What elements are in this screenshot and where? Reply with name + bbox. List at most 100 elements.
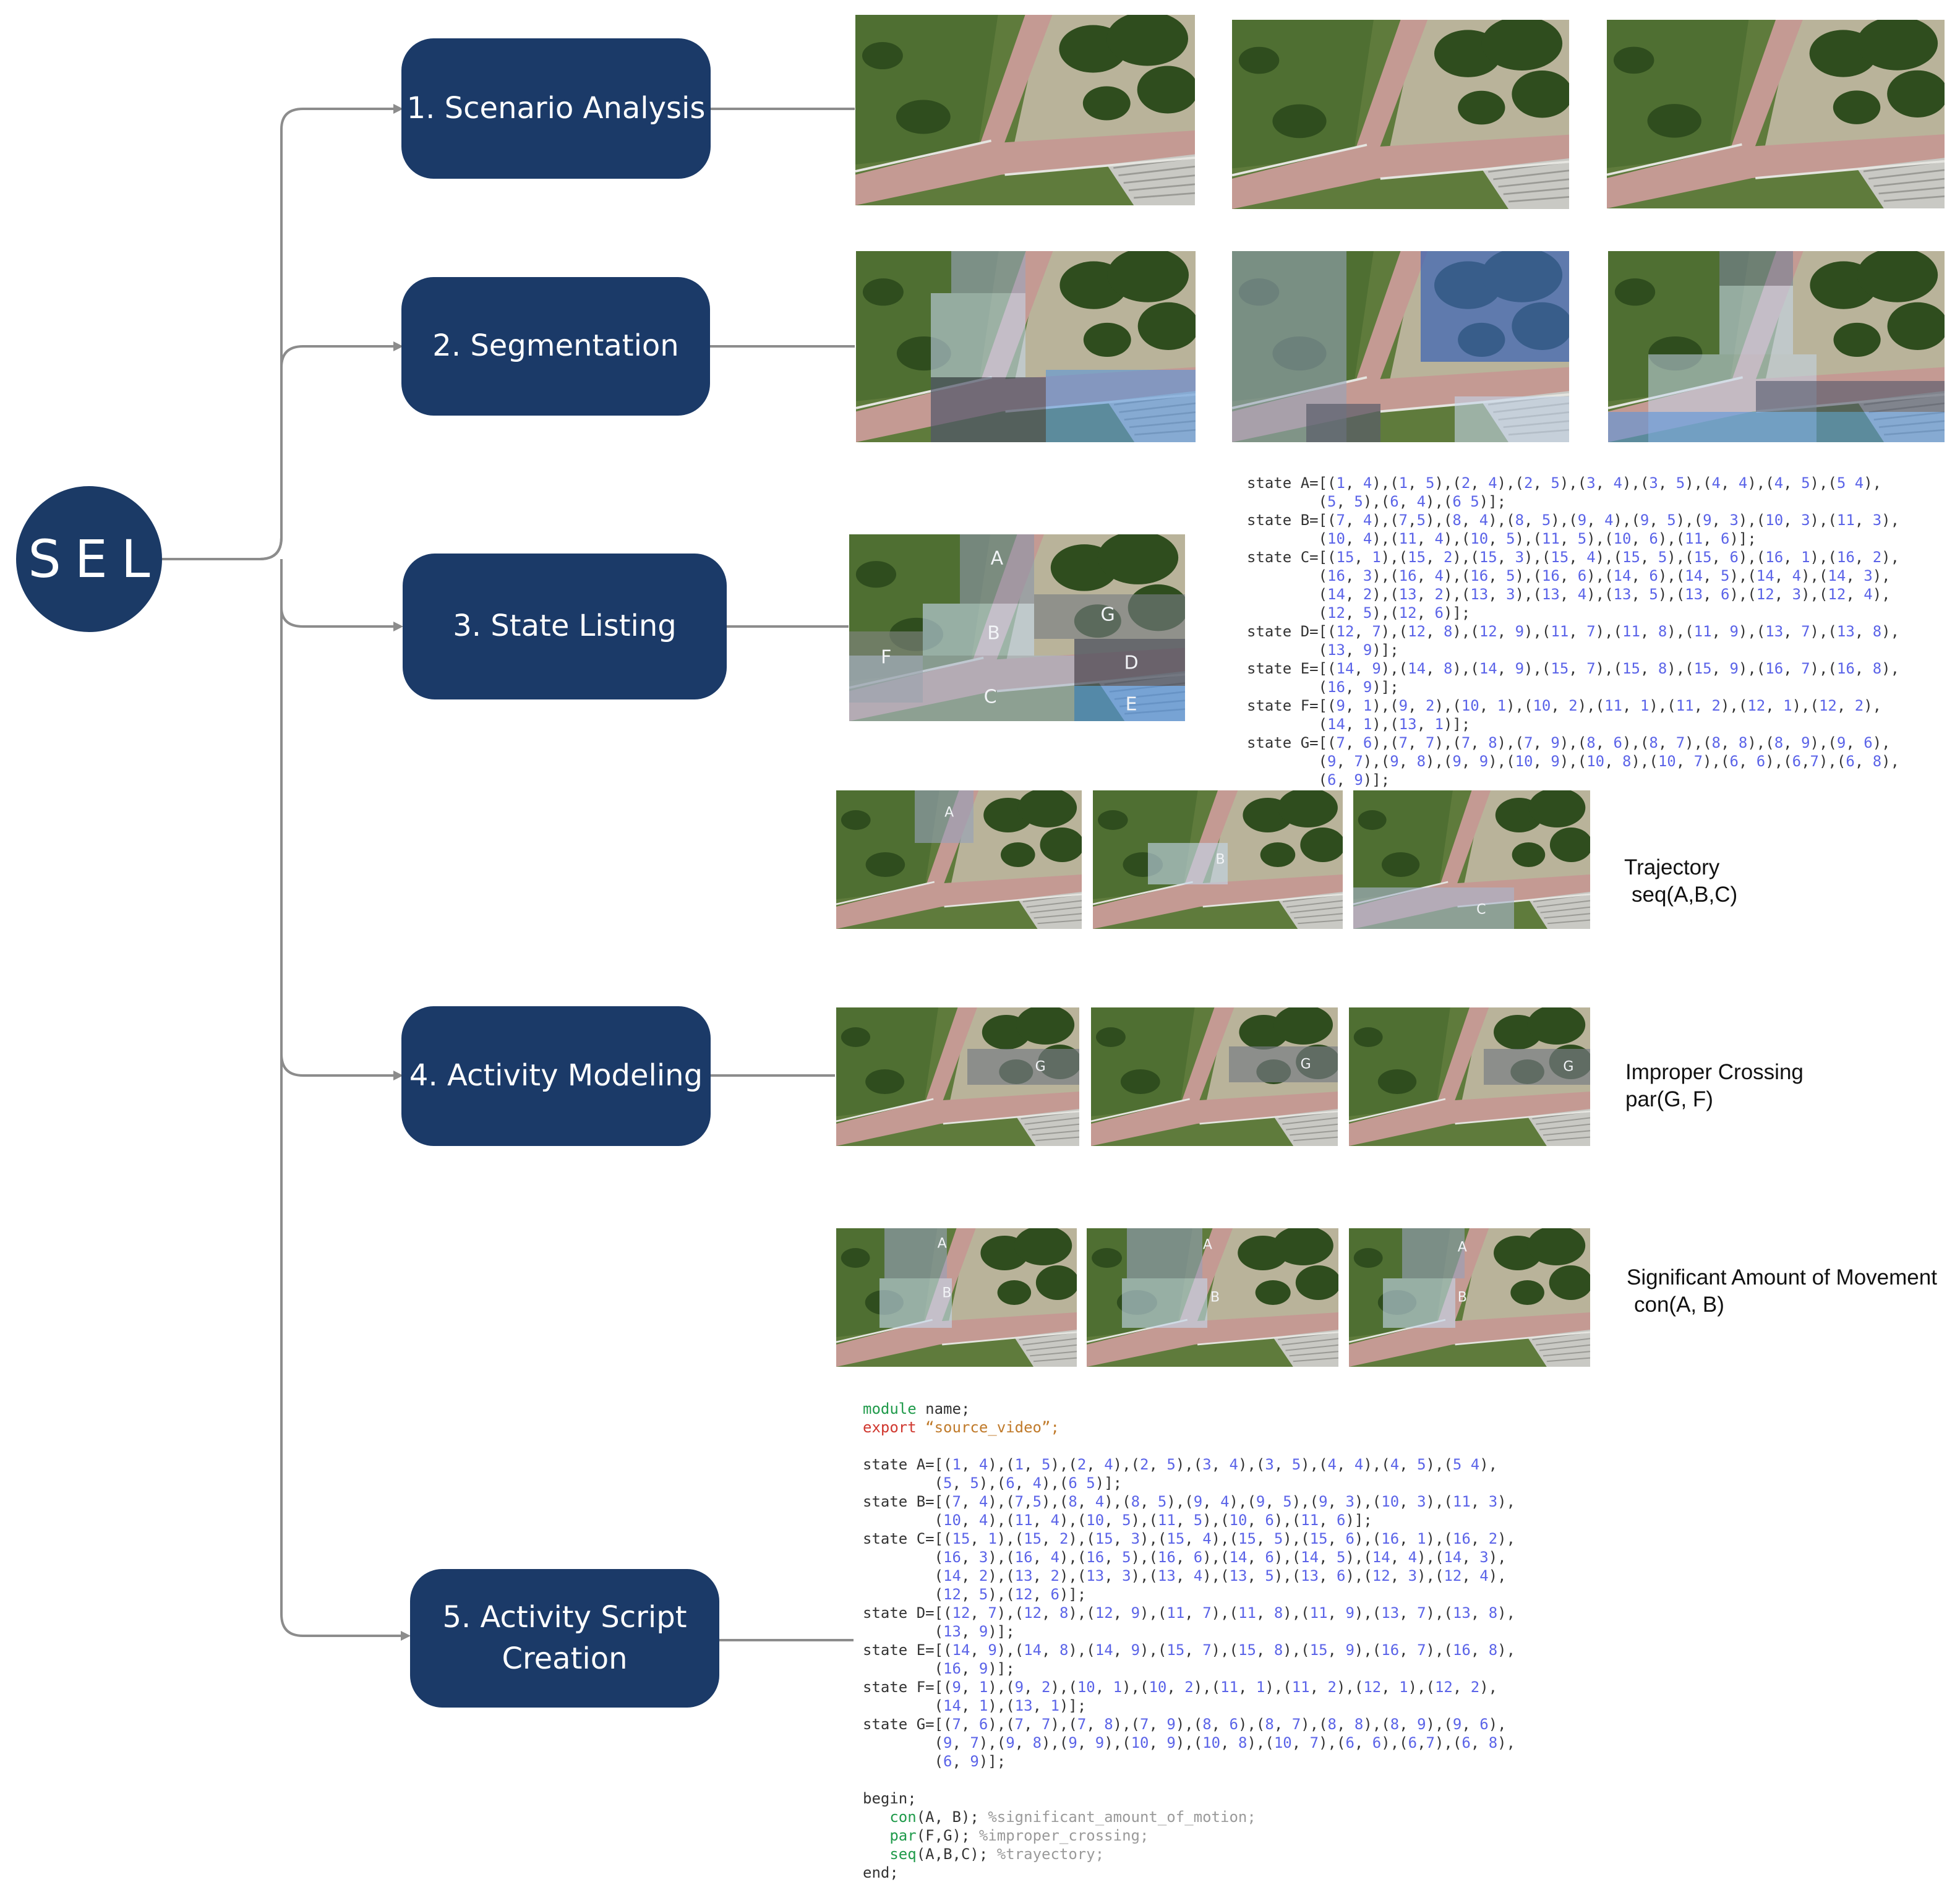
state-label-d: D [1124, 652, 1139, 674]
activity-expression: seq(A,B,C) [1632, 883, 1738, 907]
improper-crossing-frame-2: G [1091, 1007, 1338, 1146]
state-code-line: (16, 9)]; [863, 1660, 1015, 1677]
state-code-line: (10, 4),(11, 4),(10, 5),(11, 5),(10, 6),… [863, 1512, 1372, 1529]
state-code-line: state E=[(14, 9),(14, 8),(14, 9),(15, 7)… [863, 1641, 1516, 1659]
state-code-line: (16, 3),(16, 4),(16, 5),(16, 6),(14, 6),… [863, 1549, 1507, 1566]
movement-frame-3: A B [1349, 1228, 1590, 1367]
segmentation-frame-3 [1608, 251, 1945, 442]
activity-name: Trajectory [1624, 855, 1720, 879]
state-code-line: (5, 5),(6, 4),(6 5)]; [863, 1474, 1123, 1492]
state-code-line: (10, 4),(11, 4),(10, 5),(11, 5),(10, 6),… [1247, 530, 1757, 547]
state-label-e: E [1125, 693, 1137, 716]
root-label: SEL [28, 529, 164, 589]
script-export-keyword: export [863, 1419, 917, 1436]
state-code-line: state E=[(14, 9),(14, 8),(14, 9),(15, 7)… [1247, 660, 1900, 677]
script-begin: begin; [863, 1790, 917, 1807]
aerial-scene [1091, 1007, 1338, 1146]
trajectory-label-c: C [1476, 902, 1486, 918]
movement-label-a: A [1457, 1239, 1467, 1255]
script-op-seq: seq [889, 1845, 917, 1863]
state-code-line: state G=[(7, 6),(7, 7),(7, 8),(7, 9),(8,… [863, 1716, 1507, 1733]
script-export-value: “source_video”; [916, 1419, 1059, 1436]
state-code-line: state B=[(7, 4),(7,5),(8, 4),(8, 5),(9, … [1247, 511, 1900, 529]
state-code-line: state F=[(9, 1),(9, 2),(10, 1),(10, 2),(… [863, 1678, 1498, 1696]
movement-label-b: B [1457, 1289, 1467, 1306]
aerial-scene [855, 15, 1195, 205]
aerial-scene [1232, 20, 1569, 209]
sel-root-node: SEL [16, 486, 162, 632]
aerial-scene [836, 790, 1082, 929]
step-label: 3. State Listing [453, 609, 677, 644]
state-code-line: (14, 2),(13, 2),(13, 3),(13, 4),(13, 5),… [1247, 586, 1891, 603]
trajectory-frame-2: B [1093, 790, 1343, 929]
state-label-b: B [987, 622, 1000, 644]
step-label: 4. Activity Modeling [409, 1058, 703, 1093]
step-state-listing: 3. State Listing [403, 554, 727, 699]
state-code-line: state A=[(1, 4),(1, 5),(2, 4),(2, 5),(3,… [863, 1456, 1498, 1473]
state-code-line: (5, 5),(6, 4),(6 5)]; [1247, 493, 1507, 510]
state-label-a: A [990, 547, 1004, 570]
trajectory-frame-1: A [836, 790, 1082, 929]
state-label-f: F [881, 646, 892, 669]
state-code-line: (13, 9)]; [863, 1623, 1015, 1640]
state-code-line: (13, 9)]; [1247, 641, 1399, 659]
segmentation-frame-2 [1232, 251, 1569, 442]
activity-expression: con(A, B) [1634, 1293, 1724, 1317]
state-code-line: state A=[(1, 4),(1, 5),(2, 4),(2, 5),(3,… [1247, 474, 1882, 492]
movement-frame-1: A B [836, 1228, 1077, 1367]
activity-name: Improper Crossing [1625, 1060, 1804, 1084]
movement-label-a: A [1202, 1237, 1212, 1253]
step-activity-script-creation: 5. Activity Script Creation [410, 1569, 719, 1708]
state-code-line: (16, 3),(16, 4),(16, 5),(16, 6),(14, 6),… [1247, 567, 1891, 584]
state-map: A B C D E F G [849, 534, 1185, 721]
trajectory-frame-3: C [1353, 790, 1590, 929]
aerial-scene [836, 1007, 1079, 1146]
state-code-line: (14, 1),(13, 1)]; [863, 1697, 1087, 1714]
script-module-keyword: module [863, 1400, 917, 1418]
scenario-frame-3 [1607, 20, 1945, 208]
script-module-name: name; [916, 1400, 970, 1418]
script-op-comment: %trayectory; [996, 1845, 1105, 1863]
activity-expression: par(G, F) [1625, 1087, 1713, 1111]
movement-label-b: B [1210, 1289, 1220, 1306]
state-code-line: state G=[(7, 6),(7, 7),(7, 8),(7, 9),(8,… [1247, 734, 1891, 751]
step-label: 5. Activity Script Creation [442, 1599, 687, 1676]
state-code-line: state D=[(12, 7),(12, 8),(12, 9),(11, 7)… [1247, 623, 1900, 640]
state-code-line: (12, 5),(12, 6)]; [863, 1586, 1087, 1603]
state-code-line: state B=[(7, 4),(7,5),(8, 4),(8, 5),(9, … [863, 1493, 1516, 1510]
segmentation-frame-1 [856, 251, 1196, 442]
state-code-line: (14, 2),(13, 2),(13, 3),(13, 4),(13, 5),… [863, 1567, 1507, 1584]
aerial-scene [1093, 790, 1343, 929]
state-code-line: state F=[(9, 1),(9, 2),(10, 1),(10, 2),(… [1247, 697, 1882, 714]
improper-crossing-frame-3: G [1349, 1007, 1590, 1146]
trajectory-label-b: B [1215, 852, 1225, 868]
state-label-g: G [1100, 604, 1115, 626]
activity-trajectory: Trajectory seq(A,B,C) [1624, 854, 1737, 909]
step-scenario-analysis: 1. Scenario Analysis [401, 38, 711, 179]
script-state-listing: state A=[(1, 4),(1, 5),(2, 4),(2, 5),(3,… [863, 1456, 1515, 1770]
activity-script-code: module name; export “source_video”; stat… [863, 1400, 1515, 1882]
scenario-frame-1 [855, 15, 1195, 205]
script-end: end; [863, 1864, 899, 1881]
state-code-line: (6, 9)]; [863, 1753, 1006, 1770]
step-segmentation: 2. Segmentation [401, 277, 710, 416]
step-activity-modeling: 4. Activity Modeling [401, 1006, 711, 1146]
state-code-line: (14, 1),(13, 1)]; [1247, 716, 1471, 733]
scenario-frame-2 [1232, 20, 1569, 209]
movement-label-a: A [937, 1236, 947, 1252]
crossing-label-g: G [1300, 1056, 1311, 1072]
script-op-args: (A,B,C); [916, 1845, 997, 1863]
state-code-line: state C=[(15, 1),(15, 2),(15, 3),(15, 4)… [1247, 549, 1900, 566]
state-code-line: (16, 9)]; [1247, 678, 1399, 696]
activity-name: Significant Amount of Movement [1627, 1265, 1937, 1289]
trajectory-label-a: A [944, 805, 954, 821]
state-listing-code: state A=[(1, 4),(1, 5),(2, 4),(2, 5),(3,… [1247, 474, 1899, 789]
script-op-args: (F,G); [916, 1827, 979, 1844]
aerial-scene [1607, 20, 1945, 208]
state-code-line: (6, 9)]; [1247, 771, 1390, 789]
script-op-par: par [889, 1827, 917, 1844]
state-label-c: C [983, 686, 997, 708]
state-code-line: state D=[(12, 7),(12, 8),(12, 9),(11, 7)… [863, 1604, 1516, 1622]
script-op-comment: %improper_crossing; [978, 1827, 1149, 1844]
